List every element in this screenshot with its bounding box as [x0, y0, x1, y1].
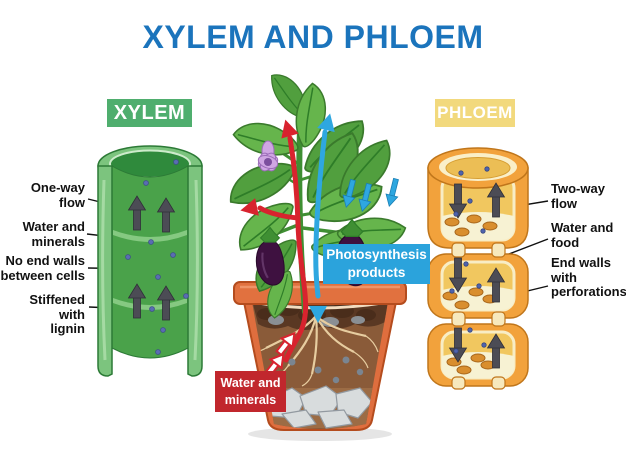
label-stiffened-with-lignin: Stiffened with lignin — [29, 292, 85, 337]
xylem-interior — [111, 165, 189, 359]
label-two-way-flow: Two-way flow — [551, 181, 605, 211]
phloem-food-dots — [449, 166, 490, 354]
water-and-minerals-badge: Water and minerals — [215, 371, 286, 412]
photosynthesis-products-badge: Photosynthesis products — [323, 244, 430, 284]
phloem-tube-illustration — [427, 147, 529, 390]
xylem-mineral-dots — [125, 159, 189, 355]
phloem-header-badge: PHLOEM — [435, 99, 515, 127]
flower — [257, 140, 279, 172]
xylem-header-badge: XYLEM — [107, 99, 192, 127]
label-end-walls-perforations: End walls with perforations — [551, 255, 626, 300]
pot-illustration — [233, 281, 407, 441]
xylem-flow-red-arrow — [240, 119, 309, 363]
label-water-and-food: Water and food — [551, 220, 614, 250]
label-one-way-flow: One-way flow — [30, 180, 85, 210]
label-water-and-minerals: Water and minerals — [22, 219, 85, 249]
page-title: XYLEM AND PHLOEM — [142, 19, 484, 55]
label-no-end-walls: No end walls between cells — [0, 253, 85, 283]
phloem-flow-blue-arrow — [309, 113, 403, 323]
xylem-tube-illustration — [97, 145, 203, 377]
